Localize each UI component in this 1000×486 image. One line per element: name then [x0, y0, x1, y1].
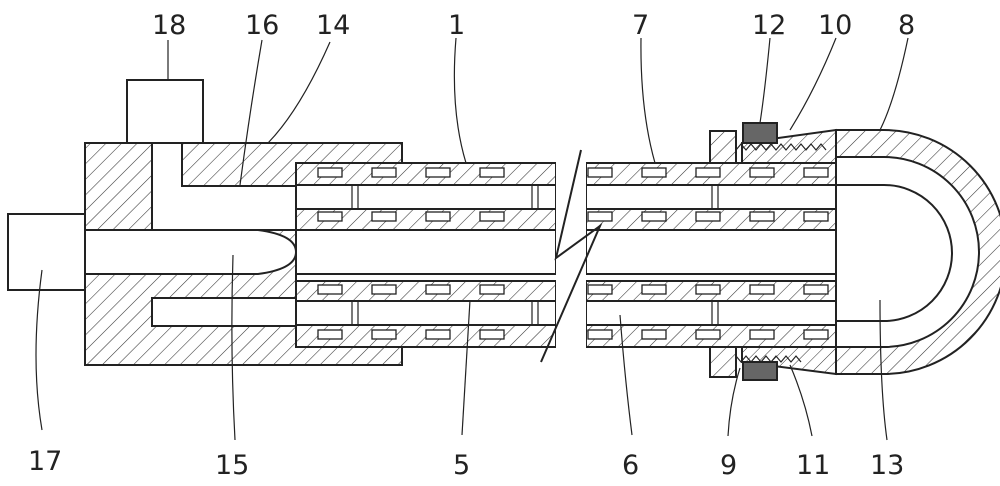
- label-6: 6: [622, 450, 639, 481]
- label-9: 9: [720, 450, 737, 481]
- input-stub-17: [7, 213, 86, 291]
- tube-slot: [317, 167, 343, 178]
- top-port-18: [126, 79, 204, 144]
- u-bend-inner: [836, 184, 953, 322]
- tube-slot: [803, 167, 829, 178]
- tube-slot: [371, 167, 397, 178]
- label-15: 15: [215, 450, 249, 481]
- tube-slot: [479, 211, 505, 222]
- nut-12: [742, 122, 778, 144]
- break-gap: [540, 149, 603, 363]
- tube-slot: [587, 284, 613, 295]
- tube-left-segment: [295, 162, 557, 348]
- tube-slot: [371, 211, 397, 222]
- tube-slot: [425, 211, 451, 222]
- tube-slots: [317, 167, 829, 340]
- tube-slot: [803, 284, 829, 295]
- tube-slot: [749, 329, 775, 340]
- tube-slot: [695, 284, 721, 295]
- u-bend-8: [835, 129, 1000, 375]
- tube-slot: [695, 211, 721, 222]
- reference-numerals: 18 16 14 1 7 12 10 8 17 15 5 6 9 11 13: [28, 10, 915, 481]
- tube-slot: [803, 329, 829, 340]
- label-14: 14: [316, 10, 350, 41]
- spacer-posts: [351, 185, 719, 325]
- tube-slot: [479, 284, 505, 295]
- tube-slot: [587, 329, 613, 340]
- tube-slot: [479, 167, 505, 178]
- label-10: 10: [818, 10, 852, 41]
- tube-slot: [695, 329, 721, 340]
- label-8: 8: [898, 10, 915, 41]
- tube-slot: [317, 329, 343, 340]
- tube-slot: [587, 211, 613, 222]
- tube-slot: [749, 167, 775, 178]
- tube-slot: [425, 329, 451, 340]
- label-7: 7: [632, 10, 649, 41]
- label-17: 17: [28, 446, 62, 477]
- tube-slot: [317, 211, 343, 222]
- tube-slot: [425, 284, 451, 295]
- tube-slot: [587, 167, 613, 178]
- tube-slot: [371, 329, 397, 340]
- tube-slot: [479, 329, 505, 340]
- collar-top-9: [709, 130, 737, 164]
- label-13: 13: [870, 450, 904, 481]
- tube-right-segment: [585, 162, 837, 348]
- tube-slot: [641, 329, 667, 340]
- tube-slot: [641, 167, 667, 178]
- tube-slot: [695, 167, 721, 178]
- nut-bottom: [742, 361, 778, 381]
- label-1: 1: [448, 10, 465, 41]
- tube-slot: [641, 211, 667, 222]
- tube-slot: [749, 211, 775, 222]
- tube-slot: [641, 284, 667, 295]
- tube-slot: [803, 211, 829, 222]
- tube-slot: [371, 284, 397, 295]
- tube-slot: [749, 284, 775, 295]
- label-16: 16: [245, 10, 279, 41]
- label-11: 11: [796, 450, 830, 481]
- thread-bottom: [735, 355, 802, 363]
- label-5: 5: [453, 450, 470, 481]
- connector-body: [84, 142, 403, 366]
- label-18: 18: [152, 10, 186, 41]
- collar-bottom-9: [709, 346, 737, 378]
- tube-slot: [317, 284, 343, 295]
- label-12: 12: [752, 10, 786, 41]
- tube-slot: [425, 167, 451, 178]
- leader-lines: [35, 37, 909, 441]
